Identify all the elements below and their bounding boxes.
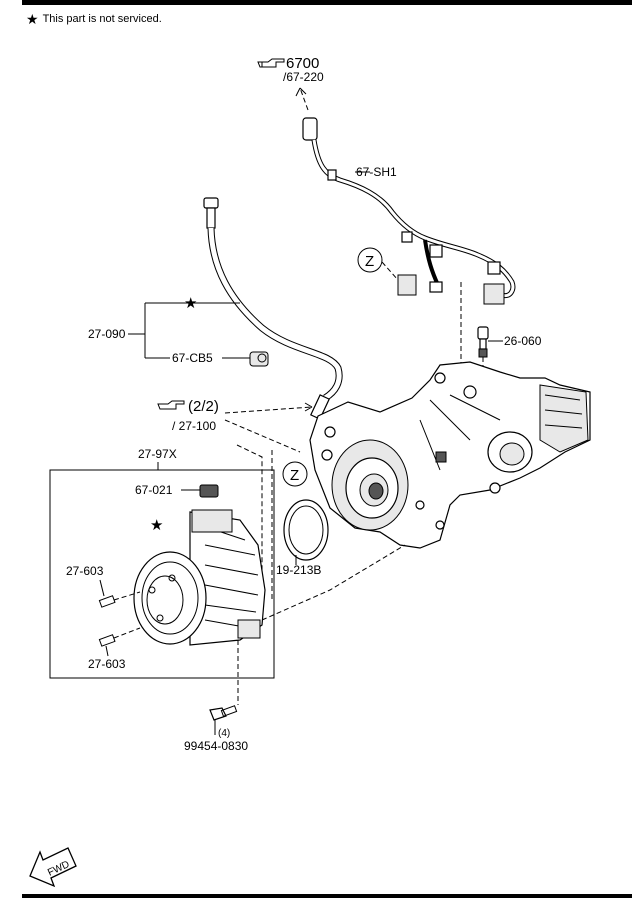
ref-6700-arrowhead <box>295 87 307 97</box>
bolt-label: 99454-0830 <box>184 739 248 753</box>
rear-drive-unit <box>309 361 591 549</box>
breather-hose <box>203 197 343 420</box>
fwd-label: FWD <box>46 859 71 879</box>
seal-label: 19-213B <box>276 563 321 577</box>
ref-6700-sub: /67-220 <box>283 70 324 84</box>
bolt-qty: (4) <box>218 728 230 739</box>
hose-bracket-leader <box>128 302 250 359</box>
pin-upper-label: 27-603 <box>66 564 104 578</box>
ref-2-2-number: (2/2) <box>188 398 219 415</box>
motor-connector <box>199 484 219 498</box>
pointing-hand-icon <box>157 400 185 410</box>
pointing-hand-icon <box>257 58 285 68</box>
ref-6700[interactable]: 6700 /67-220 <box>257 55 324 84</box>
star-icon: ★ <box>26 11 39 27</box>
star-icon: ★ <box>150 517 163 534</box>
z-marker-top: Z <box>357 247 399 281</box>
harness-label: 67-SH1 <box>356 165 397 179</box>
seal-ring <box>283 499 329 561</box>
pressure-sensor <box>477 326 489 358</box>
ref-6700-leader <box>299 87 309 111</box>
ref-2-2-leader-2 <box>224 419 301 453</box>
drive-motor <box>133 509 266 646</box>
bottom-rule <box>22 894 632 898</box>
assy-dash-left <box>236 444 263 620</box>
motor-assy-label: 27-97X <box>138 447 177 461</box>
ref-2-2-sub: / 27-100 <box>172 419 216 433</box>
fwd-arrow-icon: FWD <box>29 847 77 888</box>
pin-lower-leader <box>105 645 109 657</box>
wiring-harness <box>302 117 516 305</box>
star-icon: ★ <box>184 295 197 312</box>
ref-2-2-arrowhead <box>304 402 313 412</box>
mounting-bolt <box>209 705 238 721</box>
clip-label: 67-CB5 <box>172 351 213 365</box>
top-rule <box>22 0 632 5</box>
sensor-label: 26-060 <box>504 334 542 348</box>
hose-label: 27-090 <box>88 327 126 341</box>
ref-2-2-leader <box>224 406 313 414</box>
assy-dash-bottom <box>261 544 406 621</box>
z-marker-mid: Z <box>282 461 308 487</box>
hose-clip <box>249 351 269 367</box>
motor-assy-box <box>49 469 275 679</box>
dowel-pin-upper <box>98 591 141 608</box>
not-serviced-note: ★ This part is not serviced. <box>26 12 162 26</box>
connector-label: 67-021 <box>135 483 173 497</box>
z-marker-top-letter: Z <box>365 253 374 270</box>
dowel-pin-lower <box>98 627 141 647</box>
note-text: This part is not serviced. <box>42 13 162 25</box>
z-marker-mid-letter: Z <box>290 467 299 484</box>
ref-6700-number: 6700 <box>286 55 319 72</box>
ref-2-2[interactable]: (2/2) / 27-100 <box>157 398 219 433</box>
pin-upper-leader <box>99 579 105 597</box>
pin-lower-label: 27-603 <box>88 657 126 671</box>
